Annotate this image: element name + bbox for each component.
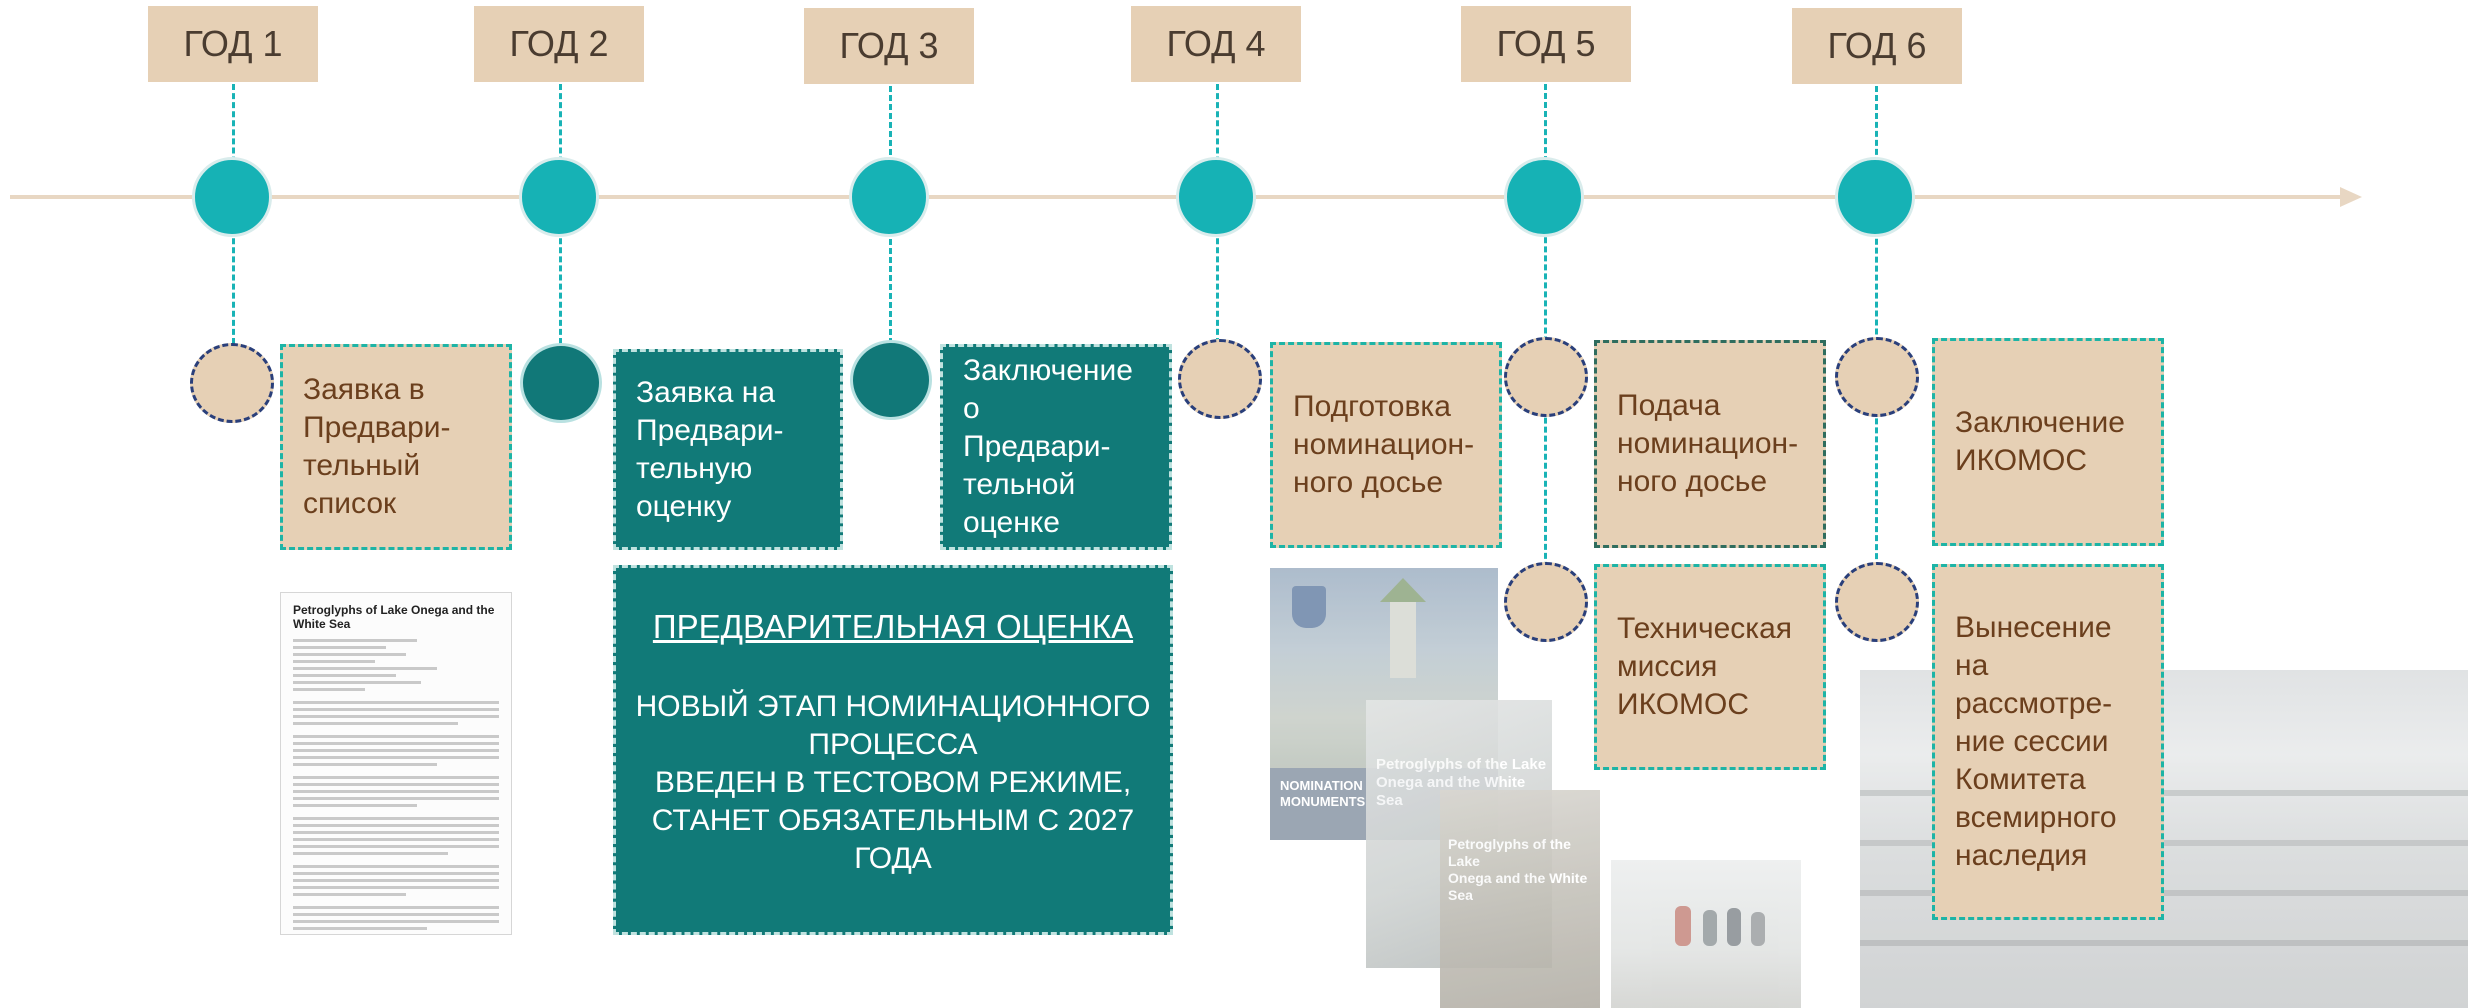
- timeline-node-4: [1176, 157, 1256, 237]
- step-technical-mission-label: Техническая миссия ИКОМОС: [1617, 612, 1793, 721]
- collage-cover-c: Petroglyphs of the Lake Onega and the Wh…: [1440, 790, 1600, 1008]
- step-marker-1: [190, 343, 274, 423]
- step-dossier-preparation-label: Подготовка номинацион- ного досье: [1293, 390, 1475, 499]
- year-label-6: ГОД 6: [1792, 8, 1962, 84]
- timeline-node-3: [849, 157, 929, 237]
- step-tentative-list-label: Заявка в Предвари- тельный список: [303, 373, 451, 520]
- document-thumbnail: Petroglyphs of Lake Onega and the White …: [280, 592, 512, 935]
- step-preliminary-request-label: Заявка на Предвари- тельную оценку: [636, 375, 784, 523]
- timeline-node-6: [1835, 157, 1915, 237]
- step-committee-session: Вынесение на рассмотре- ние сессии Комит…: [1932, 564, 2164, 920]
- year-label-3: ГОД 3: [804, 8, 974, 84]
- timeline-node-2: [519, 157, 599, 237]
- cover-a-text: NOMINATION MONUMENTS: [1280, 778, 1366, 809]
- step-icomos-conclusion-label: Заключение ИКОМОС: [1955, 406, 2125, 477]
- step-icomos-conclusion: Заключение ИКОМОС: [1932, 338, 2164, 546]
- cover-c-text: Petroglyphs of the Lake Onega and the Wh…: [1448, 836, 1588, 903]
- step-marker-5a: [1504, 337, 1588, 417]
- panel-body: НОВЫЙ ЭТАП НОМИНАЦИОННОГО ПРОЦЕССА ВВЕДЕ…: [635, 690, 1151, 875]
- step-dossier-preparation: Подготовка номинацион- ного досье: [1270, 342, 1502, 548]
- timeline-arrowhead: [2340, 187, 2362, 207]
- timeline-node-5: [1504, 157, 1584, 237]
- step-dossier-submission: Подача номинацион- ного досье: [1594, 340, 1826, 548]
- step-marker-6b: [1835, 562, 1919, 642]
- preliminary-assessment-panel: ПРЕДВАРИТЕЛЬНАЯ ОЦЕНКА НОВЫЙ ЭТАП НОМИНА…: [613, 565, 1173, 935]
- year-label-1: ГОД 1: [148, 6, 318, 82]
- step-marker-3: [850, 340, 932, 420]
- collage-photo-field-team: [1611, 860, 1801, 1008]
- step-preliminary-conclusion-label: Заключение о Предвари- тельной оценке: [963, 354, 1133, 539]
- document-title: Petroglyphs of Lake Onega and the White …: [293, 603, 495, 631]
- step-dossier-submission-label: Подача номинацион- ного досье: [1617, 389, 1799, 498]
- step-marker-4: [1178, 339, 1262, 419]
- year-label-5: ГОД 5: [1461, 6, 1631, 82]
- timeline-node-1: [192, 157, 272, 237]
- step-marker-5b: [1504, 562, 1588, 642]
- step-technical-mission: Техническая миссия ИКОМОС: [1594, 564, 1826, 770]
- cover-b-text: Petroglyphs of the Lake Onega and the Wh…: [1376, 756, 1547, 809]
- step-marker-2: [520, 343, 602, 423]
- coat-of-arms-icon: [1292, 586, 1326, 628]
- panel-heading: ПРЕДВАРИТЕЛЬНАЯ ОЦЕНКА: [652, 608, 1134, 645]
- step-marker-6a: [1835, 337, 1919, 417]
- step-preliminary-conclusion: Заключение о Предвари- тельной оценке: [940, 344, 1172, 550]
- step-committee-session-label: Вынесение на рассмотре- ние сессии Комит…: [1955, 611, 2117, 872]
- step-preliminary-request: Заявка на Предвари- тельную оценку: [613, 349, 843, 550]
- year-label-4: ГОД 4: [1131, 6, 1301, 82]
- step-tentative-list: Заявка в Предвари- тельный список: [280, 344, 512, 550]
- year-label-2: ГОД 2: [474, 6, 644, 82]
